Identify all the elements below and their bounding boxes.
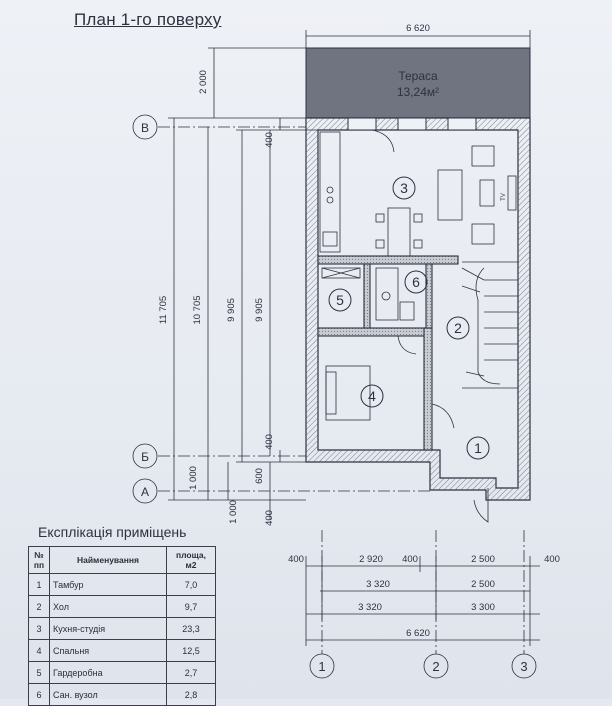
kitchen-counter xyxy=(319,131,341,253)
dim-400-mid: 400 xyxy=(264,434,275,450)
axis-row-a: А xyxy=(141,485,149,499)
dim-2000: 2 000 xyxy=(198,70,209,94)
dim-b-2920: 2 920 xyxy=(359,554,383,565)
plan-title: План 1-го поверху xyxy=(74,10,222,29)
table-row: 6 Сан. вузол 2,8 xyxy=(28,683,216,706)
axis-col-1: 1 xyxy=(318,659,325,674)
doors xyxy=(371,129,489,523)
row-name: Спальня xyxy=(49,639,167,662)
row-area: 2,8 xyxy=(166,683,216,706)
table-header-row: № пп Найменування площа, м2 xyxy=(28,546,216,574)
dim-9905-a: 9 905 xyxy=(226,298,237,322)
terrace-area: 13,24м² xyxy=(397,85,439,99)
dim-b-400-left: 400 xyxy=(288,554,304,565)
row-num: 5 xyxy=(28,661,50,684)
interior-walls xyxy=(317,255,459,451)
row-area: 2,7 xyxy=(166,661,216,684)
explication-title: Експлікація приміщень xyxy=(38,524,187,540)
exterior-walls xyxy=(305,117,531,501)
terrace-label: Тераса xyxy=(398,69,438,83)
dim-b-3320-r2: 3 320 xyxy=(366,579,390,590)
header-area: площа, м2 xyxy=(166,546,216,574)
tv-label: TV xyxy=(501,193,507,201)
axis-row-b: Б xyxy=(141,450,149,464)
room-2: 2 xyxy=(454,320,462,336)
header-num: № пп xyxy=(28,546,50,574)
row-num: 1 xyxy=(28,573,50,596)
dim-11705: 11 705 xyxy=(158,296,169,324)
row-num: 2 xyxy=(28,595,50,618)
top-dimension xyxy=(305,30,531,48)
dim-b-400-mid: 400 xyxy=(402,554,418,565)
column-axes xyxy=(309,530,537,679)
dim-1000-a: 1 000 xyxy=(188,466,199,490)
room-numbers: 3 6 5 2 4 1 xyxy=(328,176,490,460)
room-5: 5 xyxy=(336,292,344,308)
room-6: 6 xyxy=(412,274,420,290)
bed xyxy=(325,365,371,421)
staircase xyxy=(461,261,519,389)
bathroom-fixtures xyxy=(375,267,415,321)
dim-b-2500-r1: 2 500 xyxy=(471,554,495,565)
wardrobe xyxy=(321,267,361,279)
row-area: 9,7 xyxy=(166,595,216,618)
row-name: Кухня-студія xyxy=(49,617,167,640)
dim-400-top: 400 xyxy=(264,132,275,148)
row-area: 23,3 xyxy=(166,617,216,640)
living-furniture xyxy=(437,145,517,245)
table-row: 3 Кухня-студія 23,3 xyxy=(28,617,216,640)
left-dimensions xyxy=(168,47,318,520)
dim-b-400-right: 400 xyxy=(544,554,560,565)
axis-col-3: 3 xyxy=(520,659,527,674)
room-4: 4 xyxy=(368,388,376,404)
dim-9905-b: 9 905 xyxy=(254,298,265,322)
windows-top xyxy=(347,117,477,131)
dim-top-overall: 6 620 xyxy=(406,23,430,34)
row-name: Хол xyxy=(49,595,167,618)
dim-1000-b: 1 000 xyxy=(228,500,239,524)
row-area: 12,5 xyxy=(166,639,216,662)
row-num: 3 xyxy=(28,617,50,640)
table-row: 4 Спальня 12,5 xyxy=(28,639,216,662)
dim-b-2500-r2: 2 500 xyxy=(471,579,495,590)
dim-b-6620: 6 620 xyxy=(406,628,430,639)
table-row: 2 Хол 9,7 xyxy=(28,595,216,618)
dim-b-3320-r3: 3 320 xyxy=(358,602,382,613)
bottom-dimensions xyxy=(305,556,540,646)
row-name: Гардеробна xyxy=(49,661,167,684)
table-row: 1 Тамбур 7,0 xyxy=(28,573,216,596)
dim-10705: 10 705 xyxy=(192,295,203,324)
row-num: 6 xyxy=(28,683,50,706)
dim-400-bottom: 400 xyxy=(264,510,275,526)
header-name: Найменування xyxy=(49,546,167,574)
table-row: 5 Гардеробна 2,7 xyxy=(28,661,216,684)
axis-row-v: В xyxy=(141,121,149,135)
row-axes xyxy=(132,114,430,504)
room-1: 1 xyxy=(474,440,482,456)
row-num: 4 xyxy=(28,639,50,662)
axis-col-2: 2 xyxy=(432,659,439,674)
dim-b-3300: 3 300 xyxy=(471,602,495,613)
dining-table xyxy=(375,207,423,257)
terrace: Тераса 13,24м² xyxy=(305,47,531,119)
row-name: Тамбур xyxy=(49,573,167,596)
row-name: Сан. вузол xyxy=(49,683,167,706)
dim-600: 600 xyxy=(254,468,265,484)
row-area: 7,0 xyxy=(166,573,216,596)
explication-table: № пп Найменування площа, м2 1 Тамбур 7,0… xyxy=(28,546,216,706)
room-3: 3 xyxy=(400,180,408,196)
